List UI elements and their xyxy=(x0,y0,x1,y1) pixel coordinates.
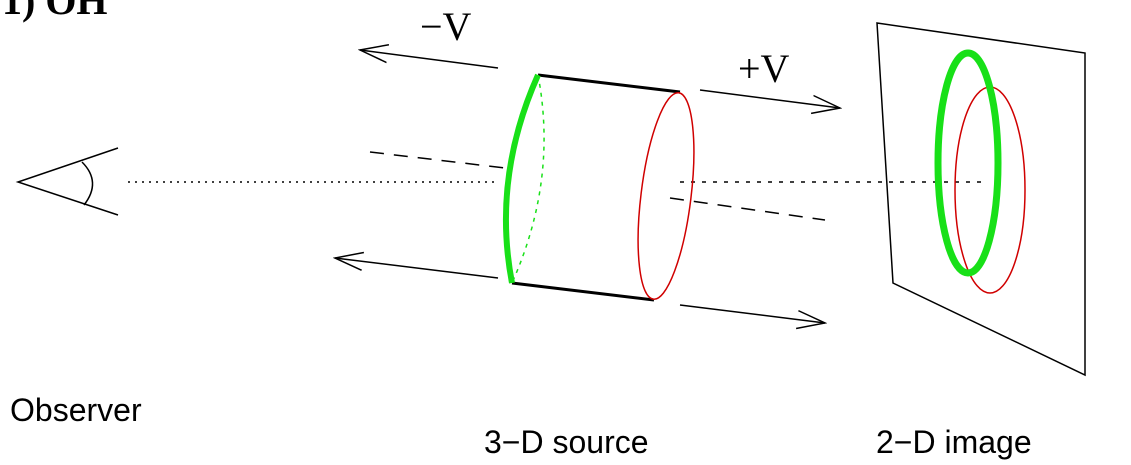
observer-caption: Observer xyxy=(10,392,142,428)
arrow-plus-v-upper xyxy=(699,89,840,108)
minus-v-label: −V xyxy=(420,4,472,49)
arrow-plus-v-lower xyxy=(679,304,825,323)
arrow-minus-v-lower xyxy=(335,258,499,279)
image-near-face-ellipse xyxy=(934,49,1002,277)
cylinder-top-edge xyxy=(537,73,681,94)
image-caption: 2−D image xyxy=(876,424,1032,460)
source-caption: 3−D source xyxy=(484,424,649,460)
projection-line-left xyxy=(369,151,506,169)
image-plane-frame xyxy=(876,22,1086,377)
observer-eye-icon xyxy=(15,147,119,216)
cylinder-far-face xyxy=(637,91,695,301)
heading-fragment: 1) OH xyxy=(2,0,108,23)
image-plane xyxy=(876,22,1086,377)
cylinder-near-face-visible xyxy=(503,73,541,284)
image-far-face-ellipse xyxy=(954,86,1026,294)
arrow-minus-v-upper xyxy=(360,50,499,69)
cylinder-bottom-edge xyxy=(511,281,655,302)
projection-line-right xyxy=(669,197,826,221)
plus-v-label: +V xyxy=(738,46,790,91)
source-cylinder xyxy=(503,73,695,302)
